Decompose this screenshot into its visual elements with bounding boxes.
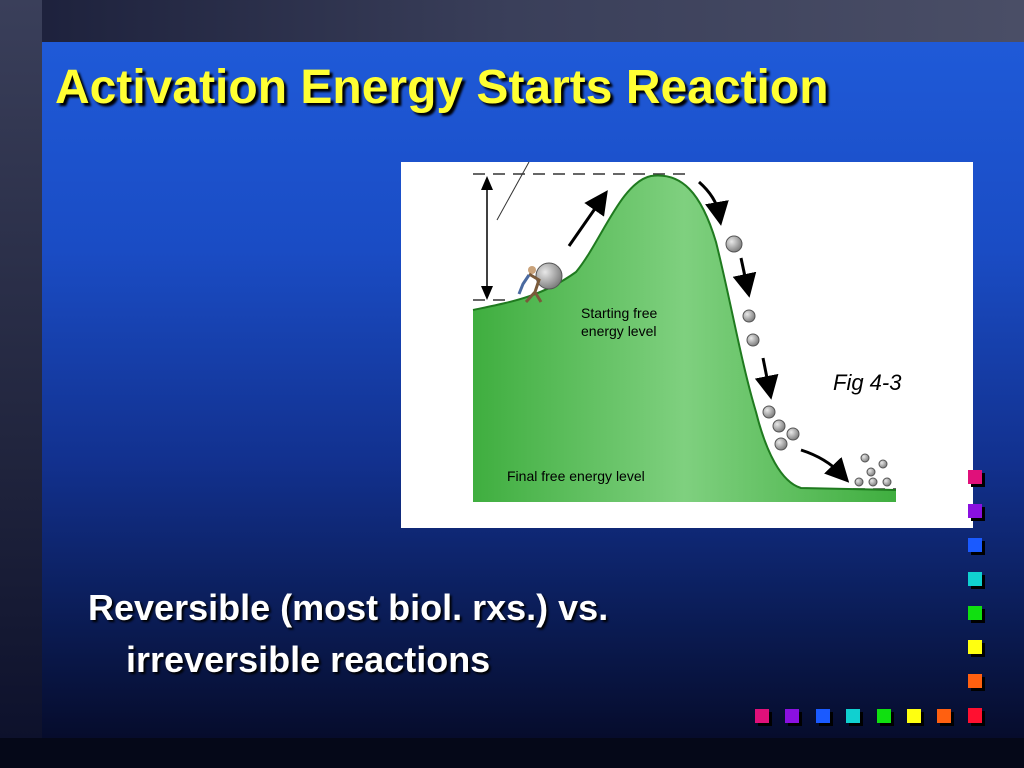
decor-square-vertical (968, 640, 982, 654)
decor-square-horizontal (755, 709, 769, 723)
downhill-arrow-4 (800, 448, 850, 483)
final-level-label: Final free energy level (507, 468, 645, 484)
figure-caption: Fig 4-3 (833, 370, 902, 395)
frame-bottom-border (0, 738, 1024, 768)
activation-energy-figure: Starting free energy level Final free en… (401, 162, 973, 528)
decor-square-vertical (968, 470, 982, 484)
bullet-line-2: irreversible reactions (126, 639, 491, 681)
decor-square-vertical (968, 538, 982, 552)
bullet-text: Reversible (most biol. rxs.) vs. irrever… (88, 582, 848, 686)
decor-square-horizontal (877, 709, 891, 723)
decor-square-vertical (968, 606, 982, 620)
decor-square-vertical (968, 572, 982, 586)
decor-square-horizontal (785, 709, 799, 723)
bullet-line-1: Reversible (most biol. rxs.) vs. (88, 587, 609, 628)
slide-title: Activation Energy Starts Reaction (55, 61, 829, 114)
leader-line (496, 162, 530, 221)
downhill-arrow-2 (732, 257, 757, 298)
uphill-arrow (567, 190, 608, 247)
downhill-arrow-1 (698, 180, 729, 226)
frame-left-border (0, 0, 42, 768)
person-pushing-boulder (517, 262, 563, 304)
hill-illustration: Starting free energy level Final free en… (472, 162, 897, 528)
frame-top-border (0, 0, 1024, 42)
hill-shape (473, 175, 896, 504)
decor-square-horizontal (846, 709, 860, 723)
tumbling-rocks (725, 235, 892, 487)
decor-square-horizontal (968, 709, 982, 723)
starting-level-label-2: energy level (581, 323, 657, 339)
downhill-arrow-3 (754, 357, 779, 400)
decor-square-vertical (968, 504, 982, 518)
decor-square-vertical (968, 674, 982, 688)
starting-level-label-1: Starting free (581, 305, 657, 321)
decor-square-horizontal (907, 709, 921, 723)
decor-square-horizontal (937, 709, 951, 723)
decor-square-horizontal (816, 709, 830, 723)
